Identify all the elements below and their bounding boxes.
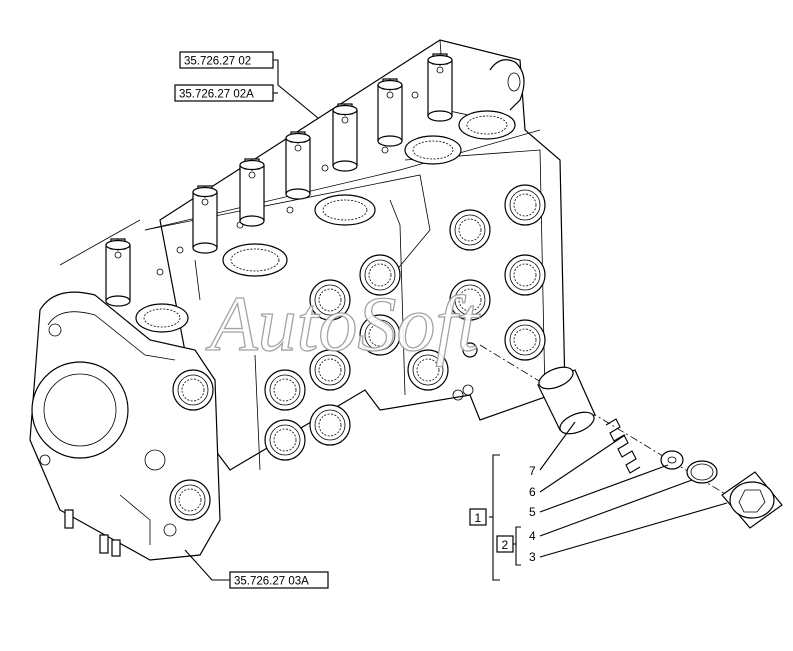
group-label-2: 2 (502, 538, 509, 552)
item-number-3: 3 (529, 550, 536, 564)
valve-body (29, 39, 566, 561)
relief-valve-parts (479, 344, 783, 529)
leader-lines (184, 59, 728, 581)
item-number-5: 5 (529, 505, 536, 519)
reference-label-upper-2: 35.726.27 02A (179, 89, 254, 101)
group-box-2: 2 (496, 535, 514, 553)
spring-part (605, 418, 641, 474)
reference-box-upper: 35.726.27 02 35.726.27 02A (174, 51, 274, 102)
plug-part (721, 471, 783, 529)
watermark-text: AutoSoft (205, 280, 481, 367)
reference-label-lower: 35.726.27 03A (234, 576, 309, 588)
reference-label-upper-1: 35.726.27 02 (184, 56, 251, 68)
item-number-7: 7 (529, 464, 536, 478)
item-number-6: 6 (529, 485, 536, 499)
poppet-part (537, 366, 596, 435)
o-ring-part (686, 460, 718, 484)
group-label-1: 1 (475, 511, 482, 525)
group-box-1: 1 (469, 508, 487, 526)
reference-box-lower: 35.726.27 03A (229, 571, 329, 589)
item-number-4: 4 (529, 529, 536, 543)
washer-part (660, 450, 684, 470)
